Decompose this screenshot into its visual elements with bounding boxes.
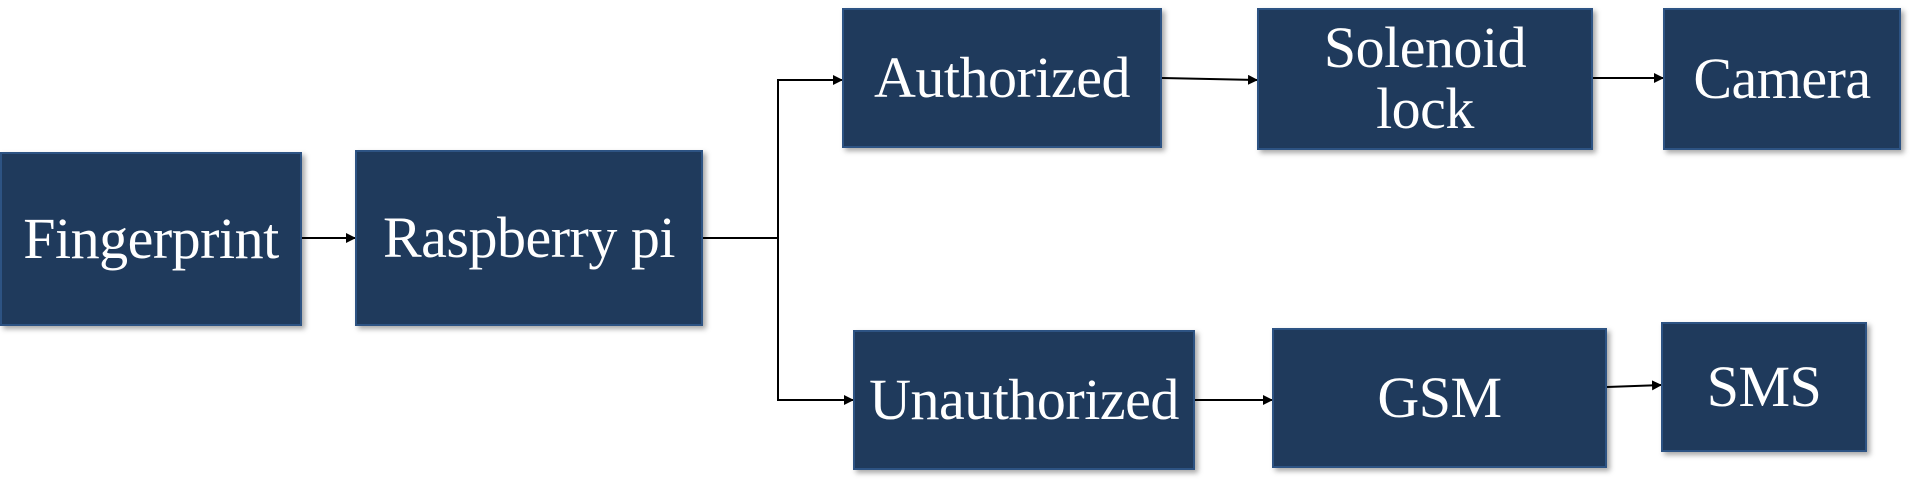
node-camera: Camera: [1663, 8, 1901, 150]
node-unauthorized: Unauthorized: [853, 330, 1195, 470]
node-fingerprint: Fingerprint: [0, 152, 302, 326]
edge-raspberry-unauthorized: [777, 238, 854, 405]
node-solenoid-lock: Solenoid lock: [1257, 8, 1593, 150]
node-authorized: Authorized: [842, 8, 1162, 148]
node-gsm: GSM: [1272, 328, 1607, 468]
edge-gsm-sms: [1606, 380, 1662, 391]
edge-raspberry-authorized: [777, 75, 843, 238]
node-sms: SMS: [1661, 322, 1867, 452]
node-raspberry-pi: Raspberry pi: [355, 150, 703, 326]
edge-authorized-solenoid: [1161, 74, 1258, 85]
